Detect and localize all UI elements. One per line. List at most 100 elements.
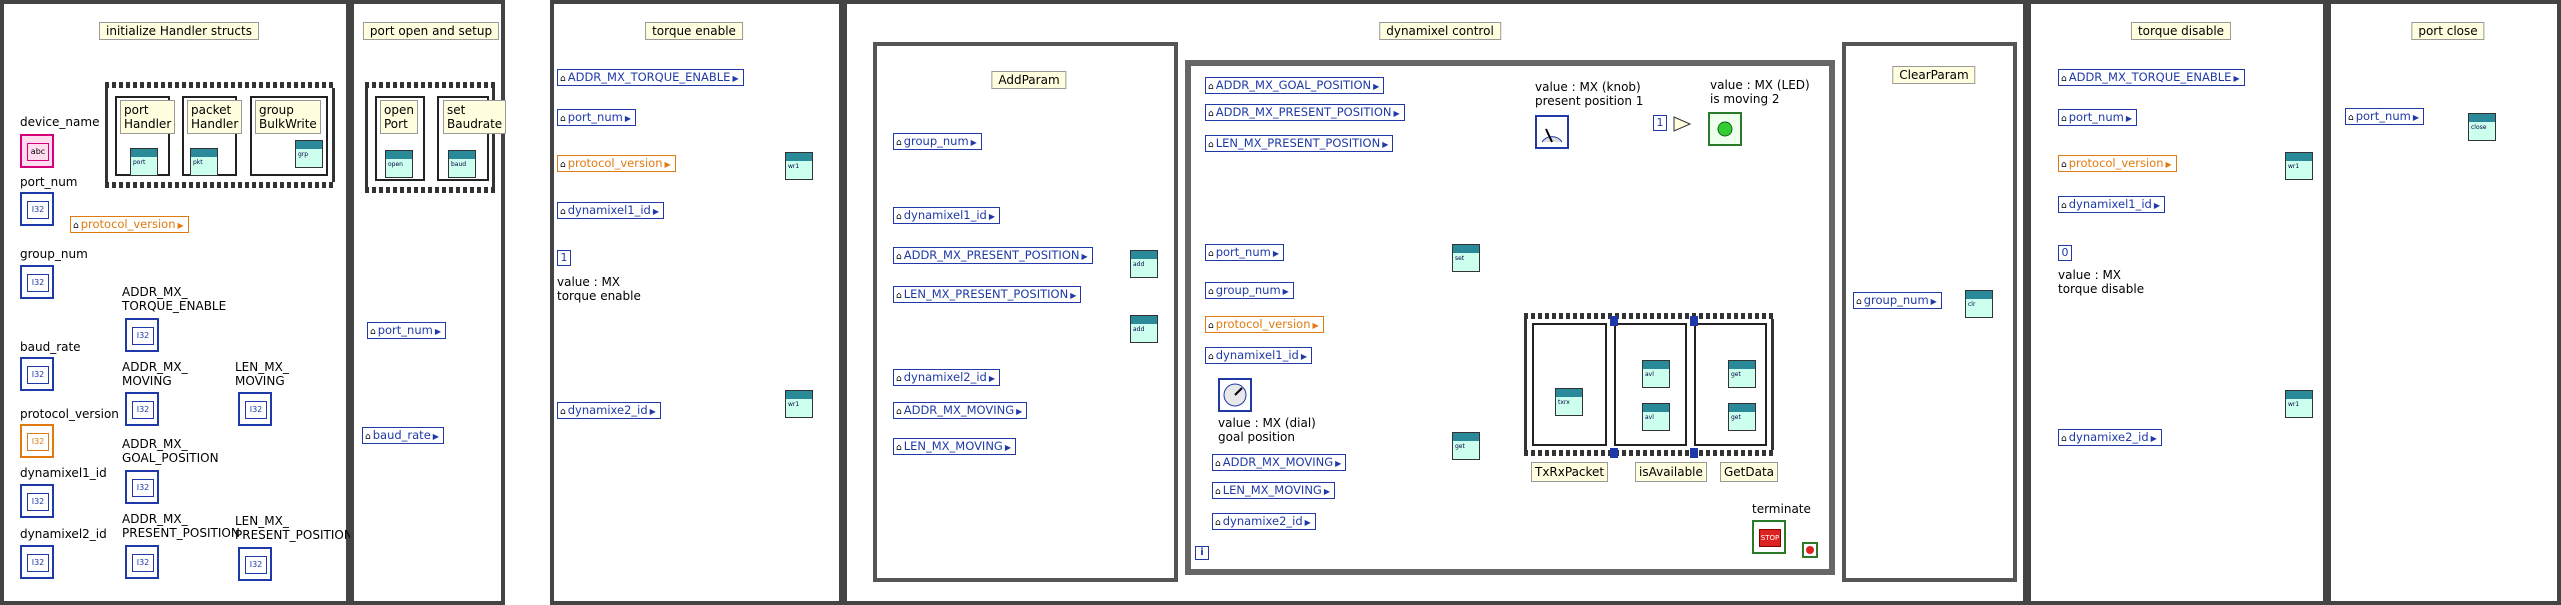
const-label: dynamixe2_id — [1222, 514, 1303, 528]
home-icon: ⌂ — [2348, 113, 2354, 123]
is-moving-led[interactable] — [1708, 112, 1742, 146]
addr-present-position-terminal[interactable]: I32 — [125, 545, 159, 579]
const-label: ADDR_MX_GOAL_POSITION — [1215, 78, 1372, 92]
const-label: dynamixel1_id — [903, 208, 987, 222]
len-present-position-const[interactable]: ⌂LEN_MX_PRESENT_POSITION▶ — [893, 286, 1082, 303]
addr-goal-position-const[interactable]: ⌂ADDR_MX_GOAL_POSITION▶ — [1205, 77, 1385, 94]
numeric-terminal-icon: I32 — [27, 493, 49, 511]
arrow-icon: ▶ — [2233, 74, 2240, 83]
dynamixel2-id-const[interactable]: ⌂dynamixe2_id▶ — [557, 402, 661, 419]
port-num-const[interactable]: ⌂port_num▶ — [2058, 109, 2137, 126]
numeric-terminal-icon: I32 — [132, 401, 154, 419]
baud-rate-const[interactable]: ⌂baud_rate▶ — [362, 427, 444, 444]
arrow-icon: ▶ — [1373, 82, 1380, 91]
home-icon: ⌂ — [1208, 82, 1214, 92]
home-icon: ⌂ — [370, 327, 376, 337]
const-label: port_num — [1215, 245, 1271, 259]
port-num-terminal[interactable]: I32 — [20, 192, 54, 226]
get-data-label: GetData — [1720, 462, 1779, 482]
len-present-position-const[interactable]: ⌂LEN_MX_PRESENT_POSITION▶ — [1205, 135, 1394, 152]
addr-torque-enable-const[interactable]: ⌂ADDR_MX_TORQUE_ENABLE▶ — [2058, 69, 2245, 86]
home-icon: ⌂ — [2061, 201, 2067, 211]
protocol-version-const[interactable]: ⌂protocol_version▶ — [2058, 155, 2177, 172]
led-const[interactable]: 1 — [1653, 115, 1667, 131]
home-icon: ⌂ — [896, 291, 902, 301]
dynamixel2-id-const[interactable]: ⌂dynamixe2_id▶ — [1212, 513, 1316, 530]
write1byte-vi-1: wr1 — [2285, 152, 2313, 180]
arrow-icon: ▶ — [970, 138, 977, 147]
numeric-terminal-icon: I32 — [27, 554, 49, 572]
torque-enable-value[interactable]: 1 — [557, 250, 571, 266]
addr-present-position-const[interactable]: ⌂ADDR_MX_PRESENT_POSITION▶ — [1205, 104, 1405, 121]
const-label: group_num — [1863, 293, 1929, 307]
home-icon: ⌂ — [896, 252, 902, 262]
tunnel — [1610, 316, 1618, 326]
home-icon: ⌂ — [1208, 321, 1214, 331]
protocol-version-const[interactable]: ⌂protocol_version▶ — [70, 216, 189, 233]
port-handler-label: port Handler — [120, 100, 176, 134]
dynamixel1-id-const[interactable]: ⌂dynamixel1_id▶ — [1205, 347, 1312, 364]
dynamixel1-id-const[interactable]: ⌂dynamixel1_id▶ — [2058, 196, 2165, 213]
dynamixel2-id-terminal[interactable]: I32 — [20, 545, 54, 579]
group-num-const[interactable]: ⌂group_num▶ — [893, 133, 982, 150]
home-icon: ⌂ — [560, 160, 566, 170]
addr-present-position-const[interactable]: ⌂ADDR_MX_PRESENT_POSITION▶ — [893, 247, 1093, 264]
addr-torque-enable-label: ADDR_MX_ TORQUE_ENABLE — [122, 285, 227, 313]
packet-handler-label: packet Handler — [187, 100, 243, 134]
port-num-const[interactable]: ⌂port_num▶ — [367, 322, 446, 339]
addr-moving-const[interactable]: ⌂ADDR_MX_MOVING▶ — [1212, 454, 1347, 471]
dynamixel1-id-terminal[interactable]: I32 — [20, 484, 54, 518]
numeric-terminal-icon: I32 — [132, 327, 154, 345]
dynamixel1-id-const[interactable]: ⌂dynamixel1_id▶ — [893, 207, 1000, 224]
group-num-const[interactable]: ⌂group_num▶ — [1205, 282, 1294, 299]
home-icon: ⌂ — [560, 407, 566, 417]
group-num-terminal[interactable]: I32 — [20, 265, 54, 299]
frame-title: port close — [2411, 22, 2485, 40]
numeric-terminal-icon: I32 — [27, 201, 49, 219]
goal-position-dial[interactable] — [1218, 378, 1252, 412]
len-moving-terminal[interactable]: I32 — [238, 392, 272, 426]
port-num-label: port_num — [20, 175, 78, 189]
write1byte-vi-2: wr1 — [2285, 390, 2313, 418]
port-num-const[interactable]: ⌂port_num▶ — [2345, 108, 2424, 125]
is-available-label: isAvailable — [1635, 462, 1707, 482]
home-icon: ⌂ — [1208, 352, 1214, 362]
set-baudrate-label: set Baudrate — [443, 100, 507, 134]
present-position-knob[interactable] — [1535, 115, 1569, 149]
home-icon: ⌂ — [560, 207, 566, 217]
const-label: dynamixel2_id — [903, 370, 987, 384]
addr-moving-terminal[interactable]: I32 — [125, 392, 159, 426]
arrow-icon: ▶ — [649, 407, 656, 416]
port-num-const[interactable]: ⌂port_num▶ — [1205, 244, 1284, 261]
arrow-icon: ▶ — [732, 74, 739, 83]
const-label: baud_rate — [372, 428, 431, 442]
arrow-icon: ▶ — [988, 212, 995, 221]
addr-goal-position-label: ADDR_MX_ GOAL_POSITION — [122, 437, 219, 465]
port-num-const[interactable]: ⌂port_num▶ — [557, 109, 636, 126]
len-present-position-terminal[interactable]: I32 — [238, 547, 272, 581]
dynamixel1-id-label: dynamixel1_id — [20, 466, 107, 480]
device-name-terminal[interactable]: abc — [20, 134, 54, 168]
addr-goal-position-terminal[interactable]: I32 — [125, 470, 159, 504]
len-moving-const[interactable]: ⌂LEN_MX_MOVING▶ — [1212, 482, 1335, 499]
addr-torque-enable-terminal[interactable]: I32 — [125, 318, 159, 352]
dynamixel2-id-label: dynamixel2_id — [20, 527, 107, 541]
addparam-frame: AddParam — [873, 42, 1178, 582]
dynamixel2-id-const[interactable]: ⌂dynamixe2_id▶ — [2058, 429, 2162, 446]
protocol-version-const[interactable]: ⌂protocol_version▶ — [557, 155, 676, 172]
torque-disable-value[interactable]: 0 — [2058, 245, 2072, 261]
group-num-const[interactable]: ⌂group_num▶ — [1853, 292, 1942, 309]
home-icon: ⌂ — [896, 443, 902, 453]
len-moving-const[interactable]: ⌂LEN_MX_MOVING▶ — [893, 438, 1016, 455]
terminate-button[interactable]: STOP — [1752, 520, 1786, 554]
dynamixel1-id-const[interactable]: ⌂dynamixel1_id▶ — [557, 202, 664, 219]
addr-torque-enable-const[interactable]: ⌂ADDR_MX_TORQUE_ENABLE▶ — [557, 69, 744, 86]
addr-moving-const[interactable]: ⌂ADDR_MX_MOVING▶ — [893, 402, 1028, 419]
const-label: port_num — [567, 110, 623, 124]
protocol-version-const[interactable]: ⌂protocol_version▶ — [1205, 316, 1324, 333]
dynamixel2-id-const[interactable]: ⌂dynamixel2_id▶ — [893, 369, 1000, 386]
arrow-icon: ▶ — [2165, 160, 2172, 169]
baud-rate-terminal[interactable]: I32 — [20, 357, 54, 391]
protocol-version-terminal[interactable]: I32 — [20, 424, 54, 458]
compare-icon — [1673, 116, 1692, 132]
